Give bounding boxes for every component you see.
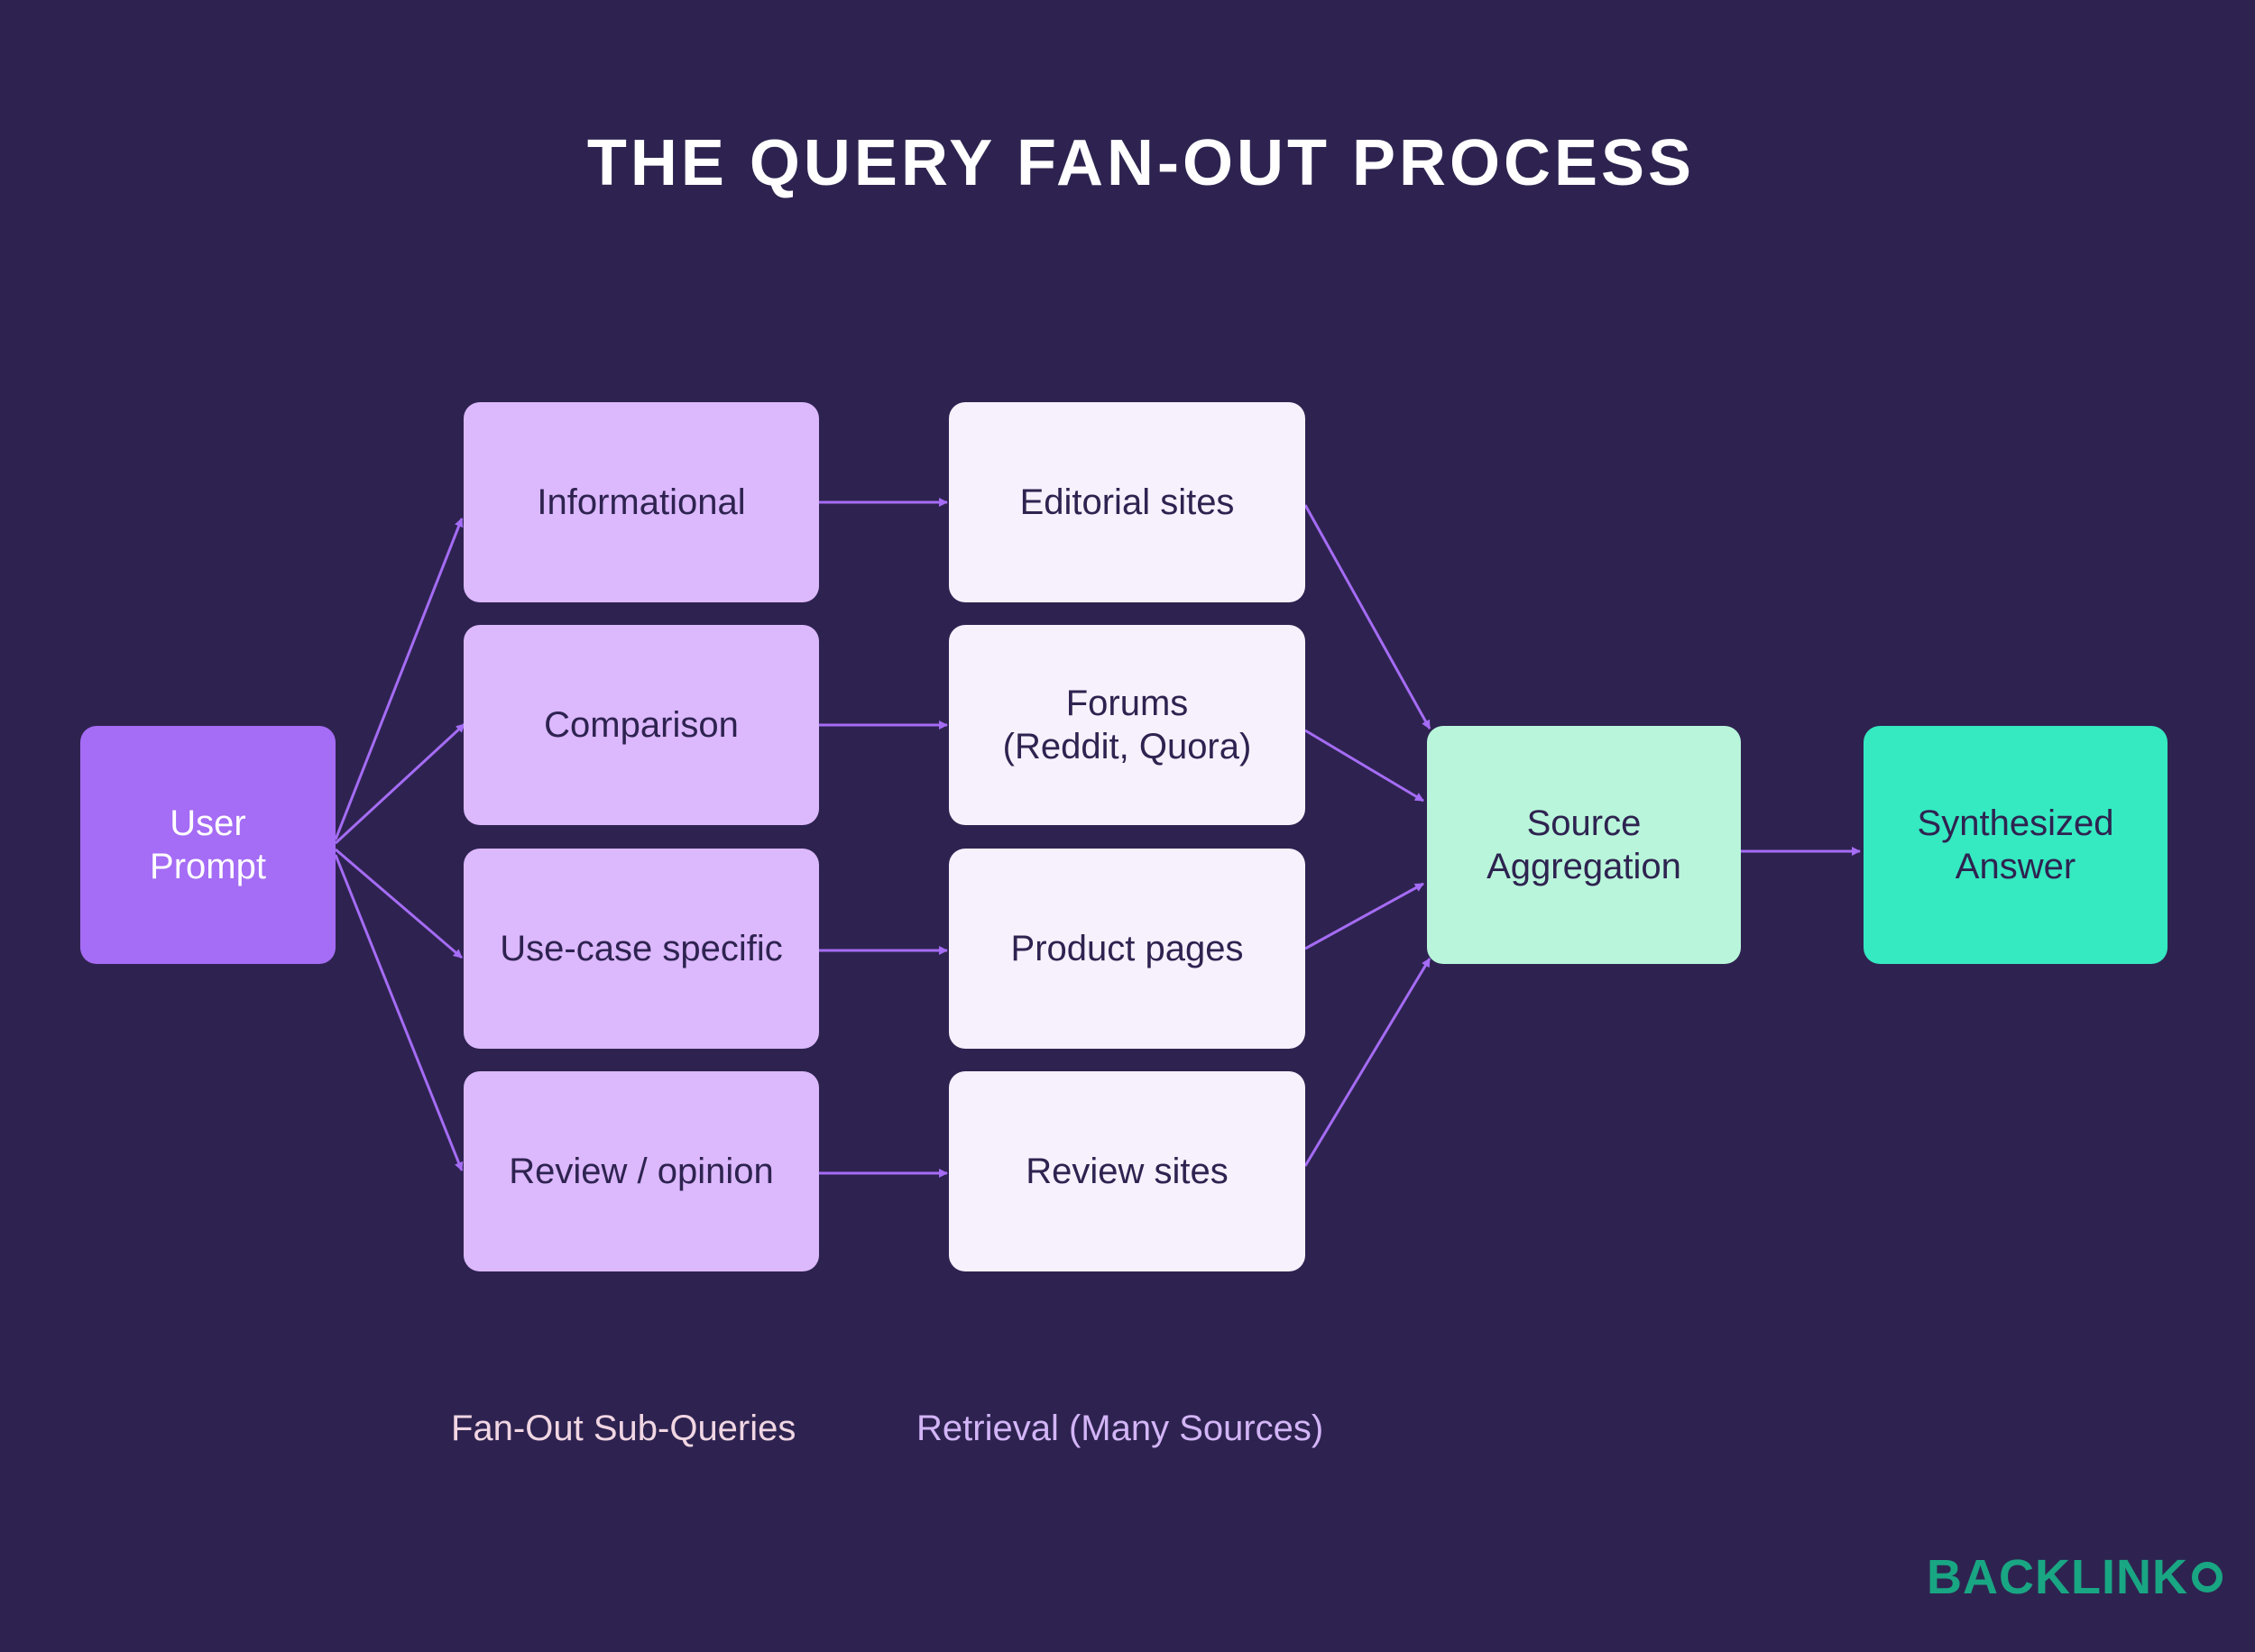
source-label: Editorial sites <box>1019 482 1235 522</box>
subquery-node-comparison: Comparison <box>464 625 819 825</box>
logo-text: BACKLINK <box>1927 1550 2188 1604</box>
synthesized-answer-node: Synthesized Answer <box>1864 726 2168 964</box>
arrow-prompt-comparison <box>334 722 466 845</box>
source-aggregation-node: Source Aggregation <box>1427 726 1741 964</box>
source-node-product: Product pages <box>949 849 1305 1049</box>
subquery-label: Informational <box>537 482 746 522</box>
user-prompt-node: User Prompt <box>80 726 336 964</box>
caption-fan-out: Fan-Out Sub-Queries <box>451 1409 796 1448</box>
source-node-forums: Forums (Reddit, Quora) <box>949 625 1305 825</box>
subquery-node-informational: Informational <box>464 402 819 602</box>
subquery-label: Review / opinion <box>509 1152 774 1191</box>
arrow-prompt-review <box>334 854 464 1171</box>
source-label: Review sites <box>1026 1152 1229 1191</box>
aggregation-label: Source Aggregation <box>1486 803 1681 886</box>
backlinko-logo: BACKLINK <box>1927 1549 2223 1605</box>
answer-label: Synthesized Answer <box>1917 803 2114 886</box>
subquery-label: Comparison <box>544 705 739 745</box>
source-node-editorial: Editorial sites <box>949 402 1305 602</box>
source-node-reviewsites: Review sites <box>949 1071 1305 1271</box>
arrow-prompt-informational <box>334 518 464 840</box>
diagram-title: THE QUERY FAN-OUT PROCESS <box>586 127 1696 199</box>
caption-retrieval: Retrieval (Many Sources) <box>916 1409 1324 1448</box>
arrow-prompt-usecase <box>335 848 463 959</box>
subquery-node-usecase: Use-case specific <box>464 849 819 1049</box>
arrow-editorial-aggregation <box>1303 504 1431 730</box>
subquery-node-review: Review / opinion <box>464 1071 819 1271</box>
subquery-label: Use-case specific <box>500 929 783 968</box>
arrow-reviewsites-aggregation <box>1303 958 1431 1167</box>
source-label: Product pages <box>1010 929 1244 968</box>
logo-circle-icon <box>2191 1562 2223 1592</box>
arrow-forums-aggregation <box>1304 729 1424 803</box>
arrow-product-aggregation <box>1304 882 1424 950</box>
source-label: Forums (Reddit, Quora) <box>1002 684 1252 766</box>
user-prompt-label: User Prompt <box>150 803 266 886</box>
